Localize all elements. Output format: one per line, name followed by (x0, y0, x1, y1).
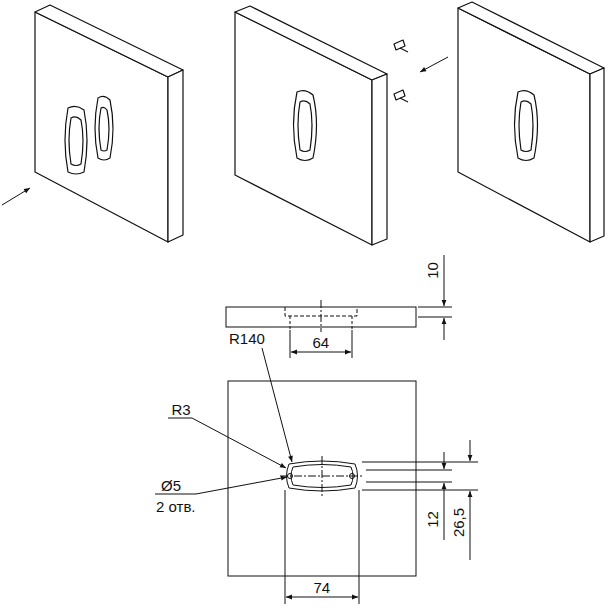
offset-dimension: 12 (424, 510, 439, 529)
panel-two (235, 6, 387, 245)
screws (394, 40, 408, 102)
panel-three (458, 2, 604, 242)
hole-count-note: 2 отв. (155, 499, 197, 514)
width-dimension: 74 (313, 580, 332, 595)
offset-dimension: 26,5 (451, 506, 466, 537)
radius-dimension: R140 (228, 331, 266, 346)
thickness-dimension: 10 (424, 261, 439, 280)
hole-diameter: Ø5 (160, 478, 182, 493)
panel-one (35, 5, 183, 242)
front-view (155, 348, 478, 604)
hole-spacing-dimension: 64 (312, 335, 331, 350)
radius-dimension: R3 (171, 402, 192, 417)
side-view (226, 255, 452, 358)
assembly-arrows (2, 57, 448, 205)
